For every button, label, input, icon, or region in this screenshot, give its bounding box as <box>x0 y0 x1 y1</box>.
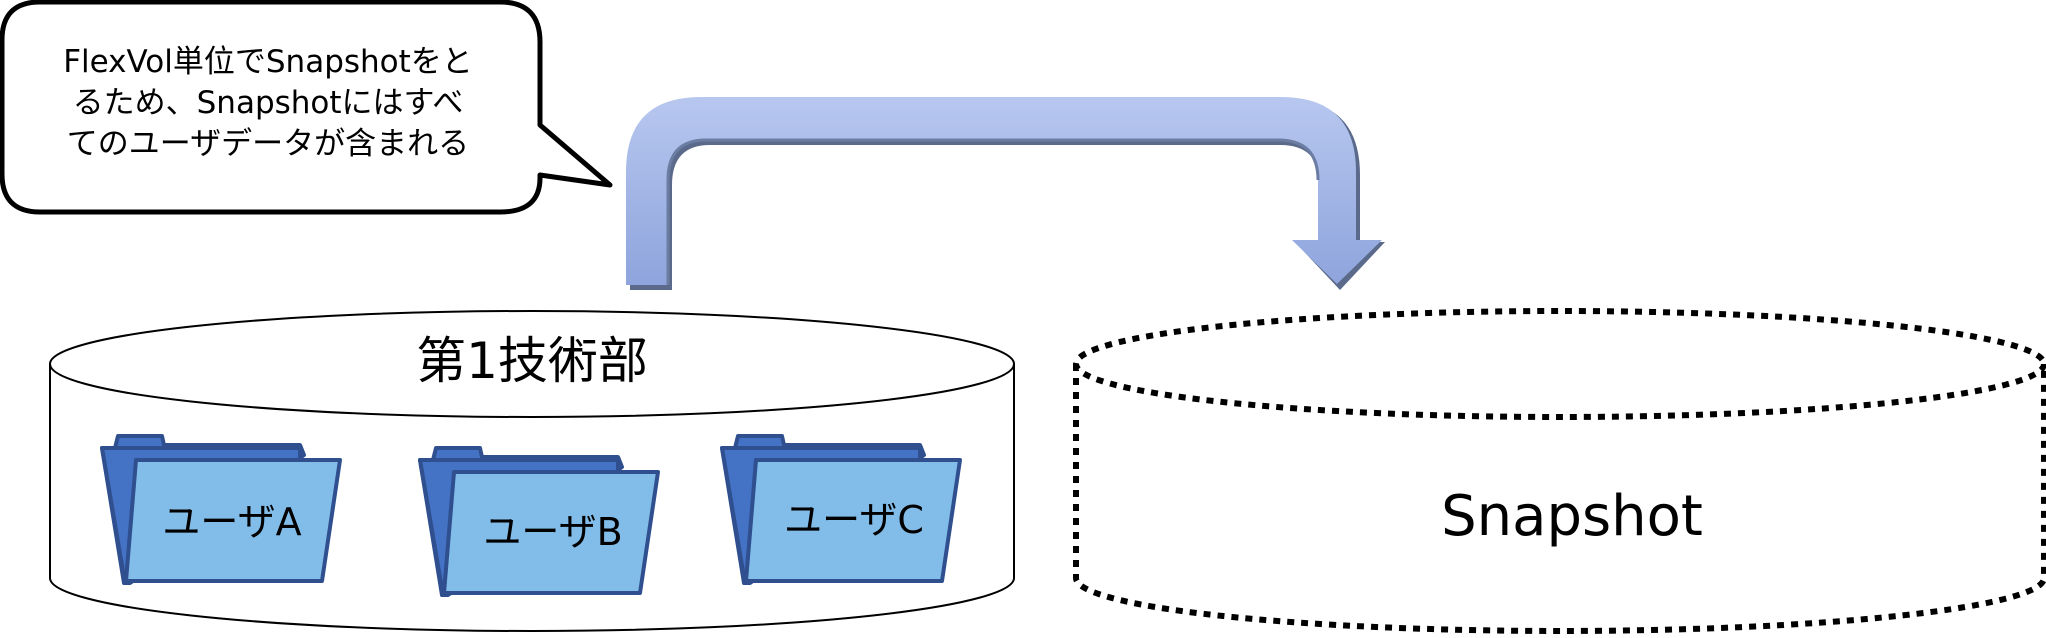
source-volume-label: 第1技術部 <box>416 332 648 390</box>
folder-label-user-b: ユーザB <box>483 510 622 554</box>
callout-text-line-1: FlexVol単位でSnapshotをと <box>63 44 473 80</box>
folder-icon <box>418 446 660 597</box>
folder-user-b: ユーザB <box>418 446 660 597</box>
callout-bubble: FlexVol単位でSnapshotをと るため、Snapshotにはすべ ての… <box>0 0 613 215</box>
folder-label-user-c: ユーザC <box>784 498 924 542</box>
curved-arrow <box>626 97 1385 290</box>
snapshot-volume-label: Snapshot <box>1441 484 1703 549</box>
callout-text-line-3: てのユーザデータが含まれる <box>67 126 469 162</box>
callout-text-line-2: るため、Snapshotにはすべ <box>73 85 464 121</box>
folder-icon <box>720 434 962 585</box>
folder-label-user-a: ユーザA <box>162 500 301 544</box>
snapshot-volume-cylinder: Snapshot <box>1073 308 2046 634</box>
folder-user-a: ユーザA <box>100 434 342 585</box>
folder-user-c: ユーザC <box>720 434 962 585</box>
folder-icon <box>100 434 342 585</box>
